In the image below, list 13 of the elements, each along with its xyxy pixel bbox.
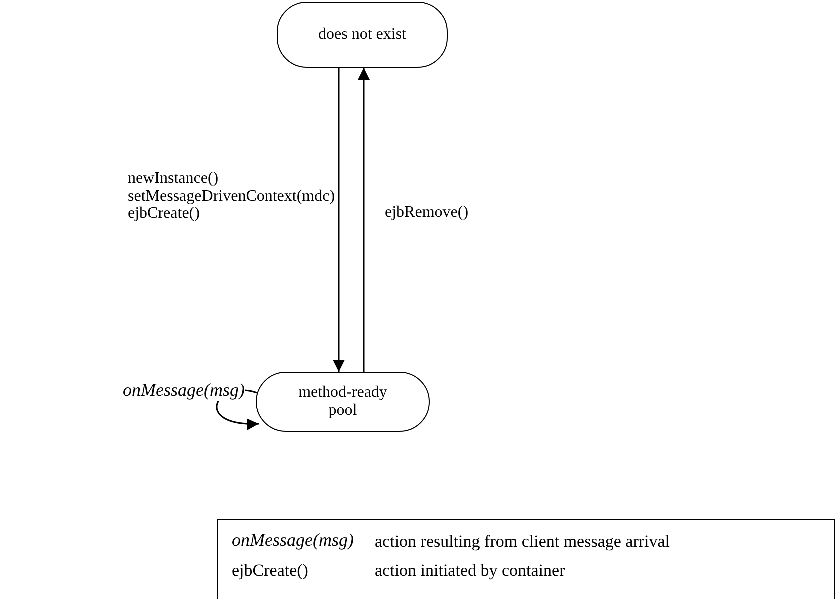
state-box (256, 372, 430, 432)
transition-arrow (333, 68, 345, 372)
legend-description: action initiated by container (375, 562, 566, 581)
state-name: method-ready pool (298, 384, 388, 420)
edge-label: ejbRemove() (385, 204, 469, 222)
transition-arrow (358, 68, 370, 372)
edge-label: newInstance() setMessageDrivenContext(mdc) ejbCreate() (128, 170, 336, 223)
legend-description: action resulting from client message arrival (375, 533, 670, 552)
state-name: does not exist (318, 26, 408, 44)
state-box (277, 2, 448, 68)
legend-key: ejbCreate() (232, 562, 308, 581)
legend-key: onMessage(msg) (232, 531, 354, 551)
edge-label: onMessage(msg) (123, 381, 245, 401)
